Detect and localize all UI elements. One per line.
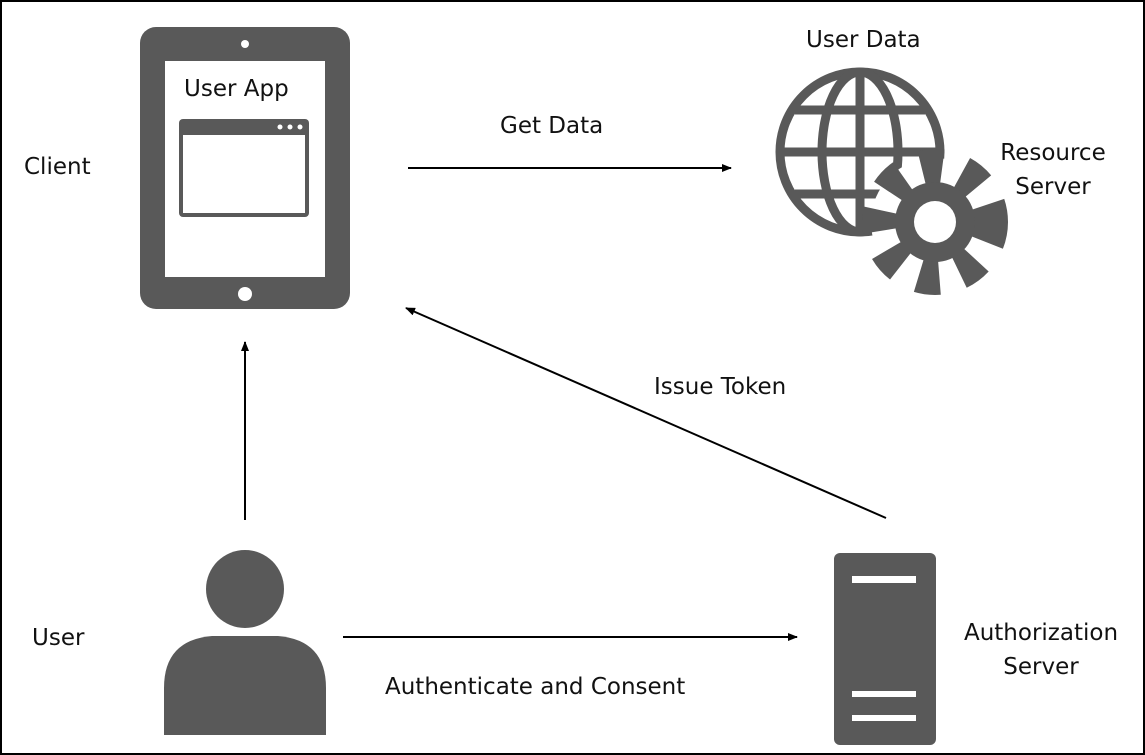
issue-token-label: Issue Token (654, 374, 787, 400)
authorization-server-label-line2: Server (1003, 654, 1079, 680)
user-label: User (32, 625, 85, 651)
issue-token-arrow (405, 307, 887, 519)
user-app-label: User App (184, 76, 289, 102)
authenticate-consent-label: Authenticate and Consent (385, 674, 686, 700)
server-icon (834, 553, 936, 745)
resource-server-label-line2: Server (1015, 174, 1091, 200)
user-icon (164, 550, 326, 735)
resource-server-label-line1: Resource (1000, 140, 1106, 166)
user-data-label: User Data (806, 27, 921, 53)
authorization-server-label-line1: Authorization (963, 620, 1119, 646)
browser-window-icon (179, 119, 309, 217)
globe-icon (775, 67, 945, 237)
client-label: Client (24, 154, 91, 180)
gear-icon (862, 149, 1008, 295)
get-data-label: Get Data (500, 113, 604, 139)
